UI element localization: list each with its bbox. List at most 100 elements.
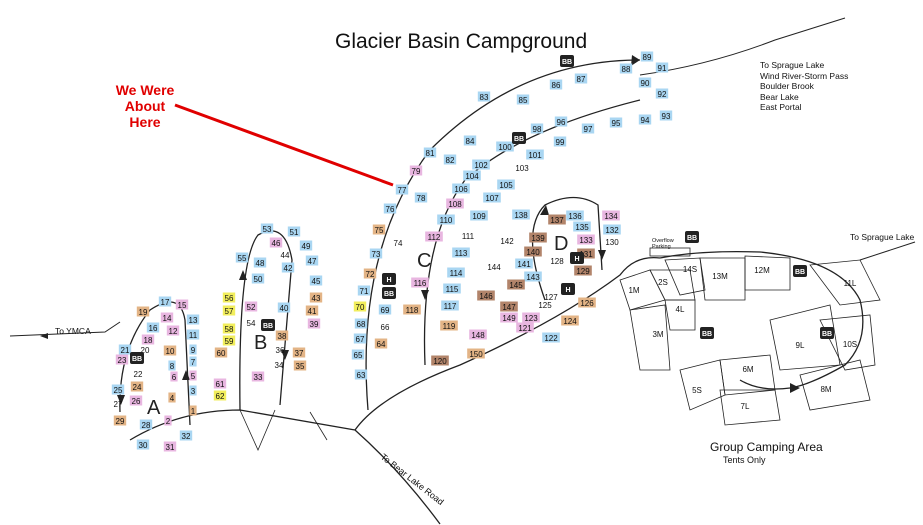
- site-27[interactable]: 27: [114, 400, 123, 409]
- site-53[interactable]: 53: [263, 225, 272, 234]
- site-17[interactable]: 17: [161, 298, 170, 307]
- site-21[interactable]: 21: [121, 346, 130, 355]
- site-38[interactable]: 38: [278, 332, 287, 341]
- site-54[interactable]: 54: [247, 319, 256, 328]
- site-132[interactable]: 132: [605, 226, 619, 235]
- site-16[interactable]: 16: [149, 324, 158, 333]
- site-112[interactable]: 112: [428, 233, 441, 242]
- site-20[interactable]: 20: [141, 346, 150, 355]
- site-143[interactable]: 143: [526, 273, 540, 282]
- site-87[interactable]: 87: [577, 75, 586, 84]
- site-62[interactable]: 62: [216, 392, 225, 401]
- site-5[interactable]: 5: [191, 372, 196, 381]
- site-130[interactable]: 130: [605, 238, 619, 247]
- group-site-5S[interactable]: 5S: [692, 386, 702, 395]
- site-93[interactable]: 93: [662, 112, 671, 121]
- group-site-3M[interactable]: 3M: [652, 330, 663, 339]
- site-148[interactable]: 148: [471, 331, 485, 340]
- site-75[interactable]: 75: [375, 226, 384, 235]
- site-92[interactable]: 92: [658, 90, 667, 99]
- group-site-2S[interactable]: 2S: [658, 278, 668, 287]
- site-74[interactable]: 74: [394, 239, 403, 248]
- site-136[interactable]: 136: [568, 212, 582, 221]
- site-64[interactable]: 64: [377, 340, 386, 349]
- site-73[interactable]: 73: [372, 250, 381, 259]
- site-76[interactable]: 76: [386, 205, 395, 214]
- site-77[interactable]: 77: [398, 186, 407, 195]
- site-118[interactable]: 118: [406, 306, 419, 315]
- site-78[interactable]: 78: [417, 194, 426, 203]
- site-139[interactable]: 139: [531, 234, 545, 243]
- site-96[interactable]: 96: [557, 118, 566, 127]
- site-37[interactable]: 37: [295, 349, 304, 358]
- site-1[interactable]: 1: [191, 407, 196, 416]
- site-98[interactable]: 98: [533, 125, 542, 134]
- site-60[interactable]: 60: [217, 349, 226, 358]
- site-108[interactable]: 108: [448, 200, 462, 209]
- site-4[interactable]: 4: [170, 394, 175, 403]
- site-46[interactable]: 46: [272, 239, 281, 248]
- group-site-7L[interactable]: 7L: [741, 402, 750, 411]
- site-10[interactable]: 10: [166, 347, 175, 356]
- group-site-4L[interactable]: 4L: [676, 305, 685, 314]
- site-49[interactable]: 49: [302, 242, 311, 251]
- site-110[interactable]: 110: [440, 216, 453, 225]
- site-47[interactable]: 47: [308, 257, 317, 266]
- site-9[interactable]: 9: [191, 346, 196, 355]
- site-123[interactable]: 123: [524, 314, 538, 323]
- site-149[interactable]: 149: [502, 314, 516, 323]
- site-134[interactable]: 134: [604, 212, 618, 221]
- site-23[interactable]: 23: [118, 356, 127, 365]
- site-39[interactable]: 39: [310, 320, 319, 329]
- site-22[interactable]: 22: [134, 370, 143, 379]
- site-31[interactable]: 31: [166, 443, 175, 452]
- site-114[interactable]: 114: [450, 269, 463, 278]
- site-40[interactable]: 40: [280, 304, 289, 313]
- site-106[interactable]: 106: [454, 185, 468, 194]
- site-141[interactable]: 141: [517, 260, 531, 269]
- site-125[interactable]: 125: [538, 301, 552, 310]
- site-42[interactable]: 42: [284, 264, 293, 273]
- group-site-14S[interactable]: 14S: [683, 265, 697, 274]
- site-109[interactable]: 109: [472, 212, 486, 221]
- site-138[interactable]: 138: [514, 211, 528, 220]
- site-103[interactable]: 103: [515, 164, 529, 173]
- site-82[interactable]: 82: [446, 156, 455, 165]
- site-83[interactable]: 83: [480, 93, 489, 102]
- site-13[interactable]: 13: [189, 316, 198, 325]
- site-99[interactable]: 99: [556, 138, 565, 147]
- site-19[interactable]: 19: [139, 308, 148, 317]
- site-33[interactable]: 33: [254, 373, 263, 382]
- site-89[interactable]: 89: [643, 53, 652, 62]
- site-32[interactable]: 32: [182, 432, 191, 441]
- site-6[interactable]: 6: [172, 373, 177, 382]
- site-18[interactable]: 18: [144, 336, 153, 345]
- site-127[interactable]: 127: [544, 293, 558, 302]
- site-91[interactable]: 91: [658, 64, 667, 73]
- site-79[interactable]: 79: [412, 167, 421, 176]
- group-site-13M[interactable]: 13M: [712, 272, 728, 281]
- site-34[interactable]: 34: [275, 361, 284, 370]
- site-43[interactable]: 43: [312, 294, 321, 303]
- site-85[interactable]: 85: [519, 96, 528, 105]
- site-124[interactable]: 124: [563, 317, 577, 326]
- site-129[interactable]: 129: [576, 267, 590, 276]
- site-26[interactable]: 26: [132, 397, 141, 406]
- site-11[interactable]: 11: [189, 331, 198, 340]
- site-55[interactable]: 55: [238, 254, 247, 263]
- site-24[interactable]: 24: [133, 383, 142, 392]
- group-site-10S[interactable]: 10S: [843, 340, 857, 349]
- site-90[interactable]: 90: [641, 79, 650, 88]
- site-145[interactable]: 145: [509, 281, 523, 290]
- site-94[interactable]: 94: [641, 116, 650, 125]
- site-81[interactable]: 81: [426, 149, 435, 158]
- site-58[interactable]: 58: [225, 325, 234, 334]
- site-131[interactable]: 131: [579, 250, 593, 259]
- site-86[interactable]: 86: [552, 81, 561, 90]
- site-67[interactable]: 67: [356, 335, 365, 344]
- site-35[interactable]: 35: [296, 362, 305, 371]
- site-142[interactable]: 142: [500, 237, 514, 246]
- site-51[interactable]: 51: [290, 228, 299, 237]
- site-71[interactable]: 71: [360, 287, 369, 296]
- site-88[interactable]: 88: [622, 65, 631, 74]
